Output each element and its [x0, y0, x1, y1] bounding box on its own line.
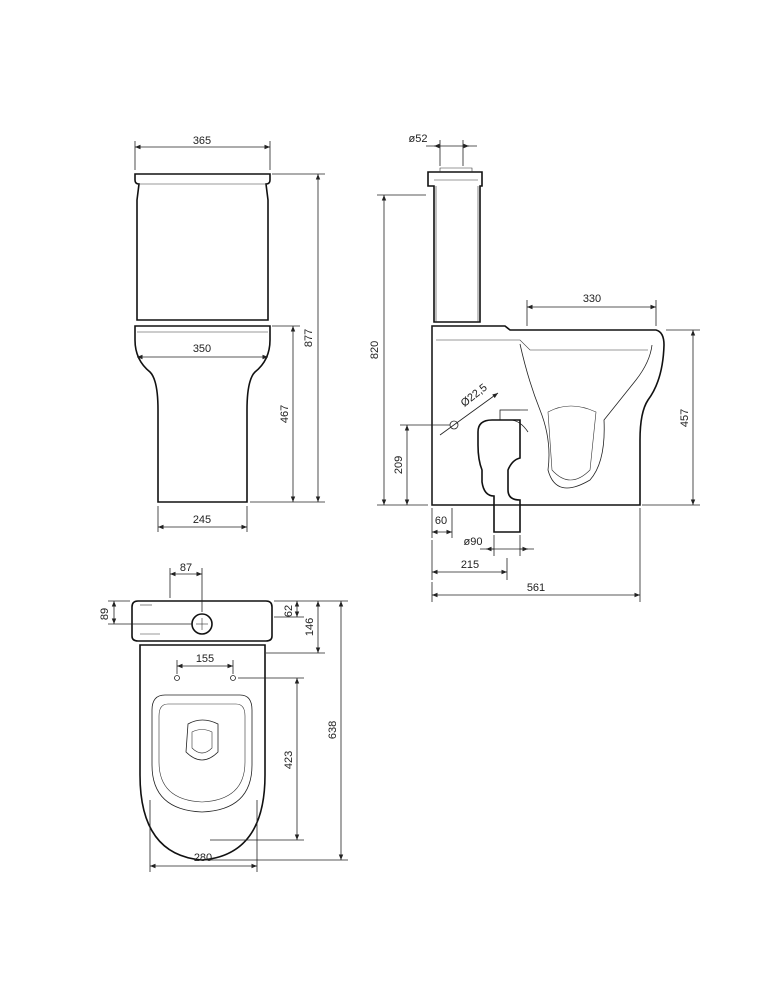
front-tank-outline [134, 173, 271, 321]
dim-label-330: 330 [583, 293, 601, 305]
dim-label-245: 245 [193, 514, 211, 526]
fixing-hole-left [174, 675, 180, 681]
dim-label-350: 350 [193, 343, 211, 355]
dim-label-467: 467 [279, 405, 291, 423]
dim-label-60: 60 [435, 515, 447, 527]
side-cistern-outline [427, 171, 483, 323]
dim-label-146: 146 [304, 618, 316, 636]
side-pan-outline [431, 325, 665, 506]
dim-label-638: 638 [327, 721, 339, 739]
dim-label-d22: Ø22,5 [459, 382, 490, 410]
top-tank-outline [131, 600, 273, 642]
side-trap [499, 409, 529, 433]
side-view: ø52 330 820 457 Ø22,5 209 60 [369, 133, 700, 602]
dim-label-457: 457 [679, 409, 691, 427]
dim-label-87: 87 [180, 562, 192, 574]
dim-label-215: 215 [461, 559, 479, 571]
side-bowl-interior [519, 343, 653, 489]
top-pan-outline [139, 644, 266, 861]
dim-label-280: 280 [194, 852, 212, 864]
dim-label-820: 820 [369, 341, 381, 359]
front-view: 365 350 245 877 467 [134, 135, 325, 532]
dim-label-423: 423 [283, 751, 295, 769]
dim-label-155: 155 [196, 653, 214, 665]
dim-label-365: 365 [193, 135, 211, 147]
dim-label-89: 89 [99, 608, 111, 620]
dim-label-561: 561 [527, 582, 545, 594]
dim-label-d90: ø90 [464, 536, 483, 548]
dim-label-62: 62 [283, 605, 295, 617]
front-pan-outline [134, 325, 271, 503]
dim-label-209: 209 [393, 456, 405, 474]
top-bowl-outlet [185, 719, 219, 761]
dim-line-d22 [439, 392, 499, 436]
top-view: 87 89 62 146 155 423 638 [99, 562, 348, 872]
top-seat-outline [151, 694, 253, 813]
side-outlet-pipe [477, 419, 521, 533]
dim-label-d52: ø52 [409, 133, 428, 145]
fixing-hole-right [230, 675, 236, 681]
dim-label-877: 877 [303, 329, 315, 347]
